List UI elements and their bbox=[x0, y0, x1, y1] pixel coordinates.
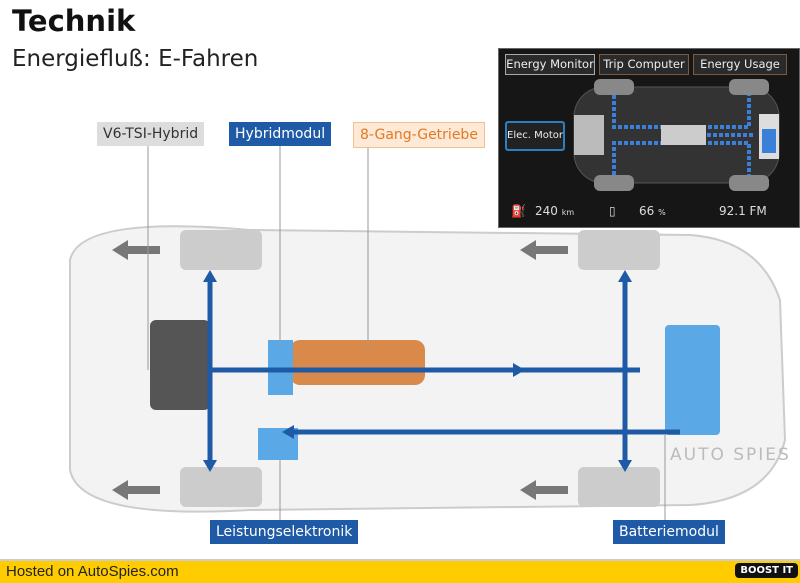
leader-lines bbox=[147, 146, 666, 520]
label-batteriemodul: Batteriemodul bbox=[613, 520, 725, 544]
watermark: AUTO SPIES bbox=[670, 445, 791, 465]
inset-car-diagram bbox=[573, 79, 780, 191]
motion-arrows bbox=[112, 240, 568, 500]
wheel-rear-right bbox=[578, 467, 660, 507]
label-v6-tsi-hybrid: V6-TSI-Hybrid bbox=[97, 122, 205, 146]
label-hybridmodul: Hybridmodul bbox=[229, 122, 332, 146]
energy-monitor-screen: Energy Monitor Trip Computer Energy Usag… bbox=[498, 48, 800, 228]
transmission bbox=[290, 340, 425, 385]
boost-it-button[interactable]: BOOST IT bbox=[735, 563, 798, 578]
tab-energy-usage[interactable]: Energy Usage bbox=[693, 54, 787, 75]
page-subtitle: Energiefluß: E-Fahren bbox=[12, 46, 259, 72]
wheel-rear-left bbox=[578, 230, 660, 270]
fuel-icon: ⛽ bbox=[511, 204, 526, 218]
wheel-front-right bbox=[180, 467, 262, 507]
battery-module bbox=[665, 325, 720, 435]
car-diagram bbox=[69, 146, 787, 520]
page-title: Technik bbox=[12, 4, 136, 38]
engine bbox=[150, 320, 210, 410]
battery-icon: ▯ bbox=[609, 204, 616, 218]
label-leistungselektronik: Leistungselektronik bbox=[210, 520, 359, 544]
radio-station: 92.1 FM bbox=[719, 204, 767, 218]
hosted-on-link[interactable]: Hosted on AutoSpies.com bbox=[6, 563, 179, 580]
tab-energy-monitor[interactable]: Energy Monitor bbox=[505, 54, 595, 75]
range-value: 240 km bbox=[535, 204, 575, 218]
tab-trip-computer[interactable]: Trip Computer bbox=[599, 54, 689, 75]
flow-arrowheads bbox=[203, 270, 632, 472]
energy-flow-lines bbox=[207, 278, 680, 465]
label-8-gang-getriebe: 8-Gang-Getriebe bbox=[353, 122, 485, 148]
wheel-front-left bbox=[180, 230, 262, 270]
footer-bar: Hosted on AutoSpies.com BOOST IT bbox=[0, 559, 800, 583]
battery-value: 66 % bbox=[639, 204, 666, 218]
elec-motor-button[interactable]: Elec. Motor bbox=[505, 121, 565, 151]
